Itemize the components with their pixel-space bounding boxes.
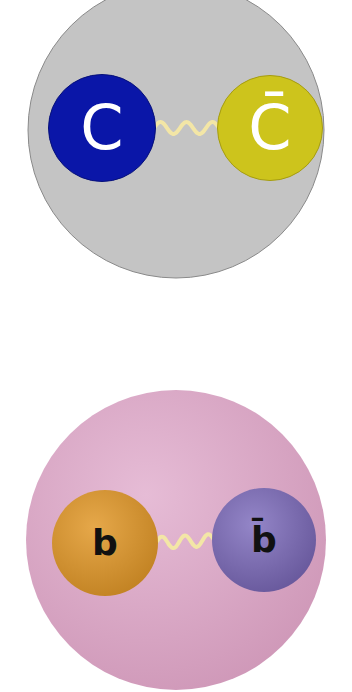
charmonium-boundary [28, 0, 324, 278]
bottomonium-boundary [26, 390, 326, 690]
quark-ball: b [52, 490, 158, 596]
quark-label: C̄ [248, 97, 291, 159]
quark-ball: C̄ [217, 75, 323, 181]
gluon-line [154, 122, 219, 134]
quark-label: b [92, 525, 118, 561]
gluon-line [156, 534, 214, 548]
quark-ball: b̄ [212, 488, 316, 592]
quark-label: C [80, 97, 123, 159]
quark-label: b̄ [251, 522, 277, 558]
quark-ball: C [48, 74, 156, 182]
